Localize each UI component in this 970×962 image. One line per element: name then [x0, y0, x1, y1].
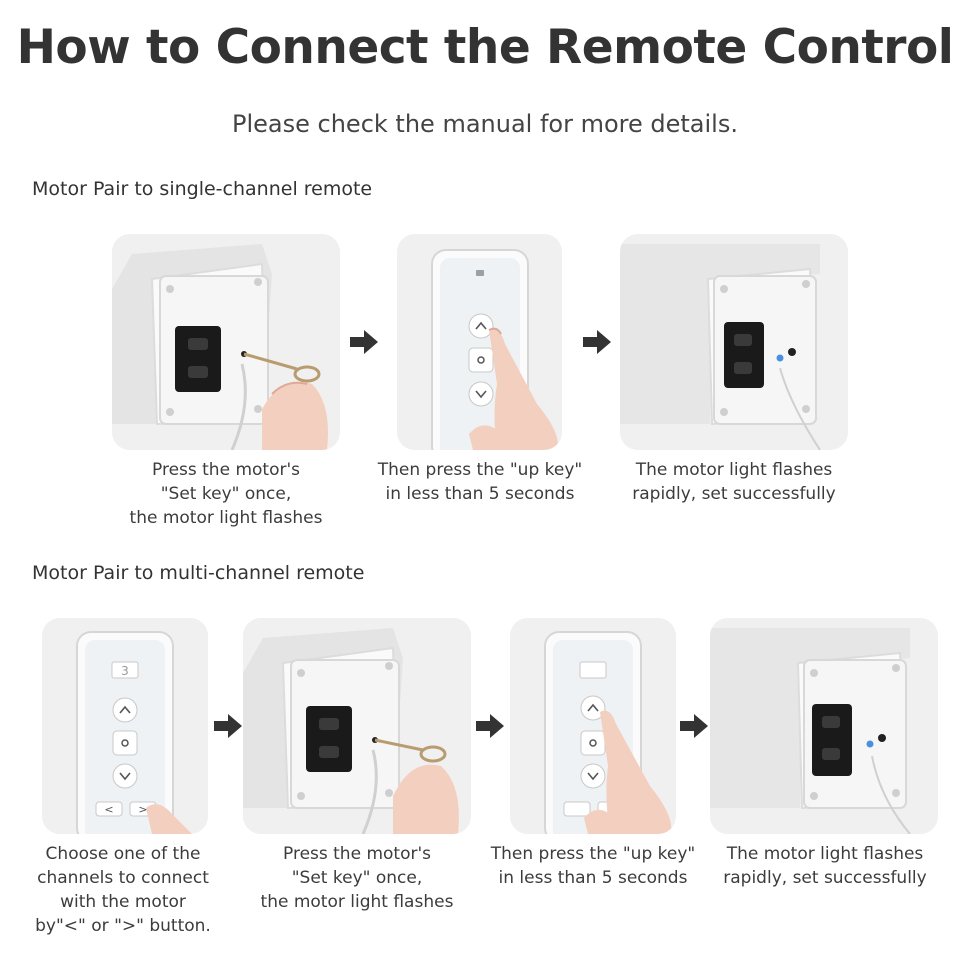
step-image-light-flashes: [620, 234, 848, 450]
step-caption: Press the motor's "Set key" once, the mo…: [260, 844, 454, 912]
step-caption: Then press the "up key" in less than 5 s…: [490, 844, 696, 888]
step-image-choose-channel: 3 < >: [42, 618, 208, 834]
arrow-right-icon: [680, 714, 708, 738]
step-caption: The motor light flashes rapidly, set suc…: [632, 460, 836, 504]
step-caption: Then press the "up key" in less than 5 s…: [377, 460, 583, 504]
left-key: <: [104, 803, 113, 816]
step-image-press-up-key: [397, 234, 562, 450]
right-key: >: [138, 803, 147, 816]
arrow-right-icon: [214, 714, 242, 738]
section-label-multi-channel: Motor Pair to multi-channel remote: [32, 562, 365, 584]
section-label-single-channel: Motor Pair to single-channel remote: [32, 178, 373, 200]
page-subtitle: Please check the manual for more details…: [232, 110, 738, 138]
step-image-press-up-key: [510, 618, 676, 834]
step-image-light-flashes: [710, 618, 938, 834]
step-caption: The motor light flashes rapidly, set suc…: [723, 844, 927, 888]
page-title: How to Connect the Remote Control: [16, 20, 954, 75]
step-caption: Press the motor's "Set key" once, the mo…: [129, 460, 323, 528]
step-image-press-set-key: [243, 618, 471, 834]
step-caption: Choose one of the channels to connect wi…: [35, 844, 211, 936]
channel-display: 3: [121, 664, 129, 678]
step-image-press-set-key: [112, 234, 340, 450]
arrow-right-icon: [583, 330, 611, 354]
arrow-right-icon: [476, 714, 504, 738]
arrow-right-icon: [350, 330, 378, 354]
